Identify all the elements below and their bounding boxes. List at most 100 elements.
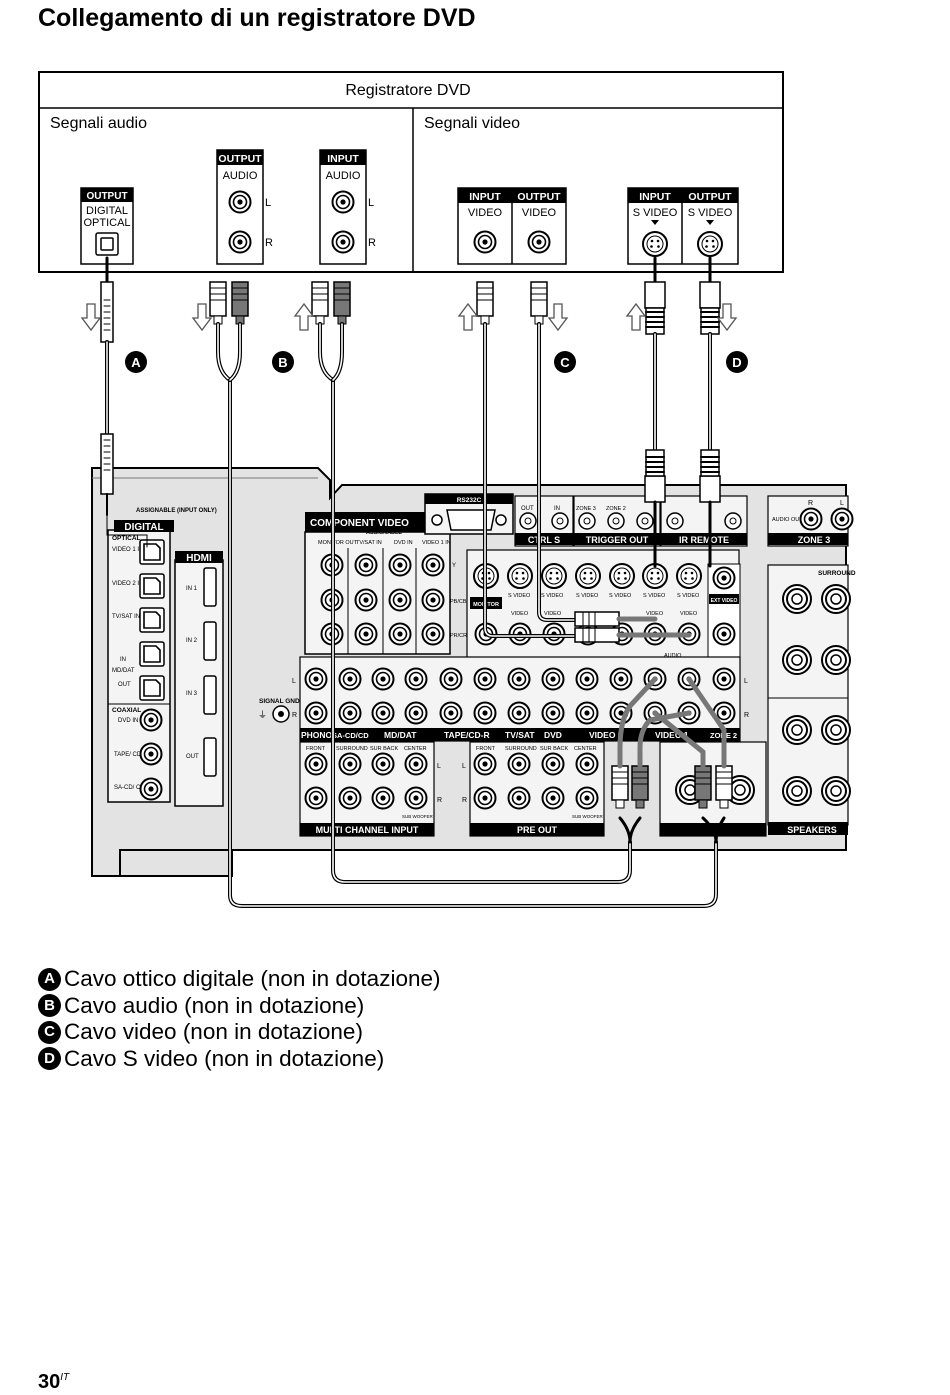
trigger-zone3: ZONE 3 [576,506,596,512]
optical-label: OPTICAL [112,535,141,542]
dvd-video-jacks: INPUT OUTPUT VIDEO VIDEO [457,187,567,265]
matrix-audio: AUDIO [664,653,682,659]
audio-in-l: L [368,197,374,209]
digital-note: ASSIGNABLE (INPUT ONLY) [136,508,217,514]
legend-text-c: Cavo video (non in dotazione) [64,1019,363,1044]
pre-front: FRONT [476,746,496,752]
group-dvd: DVD [544,730,562,740]
video-out-header: OUTPUT [517,191,561,203]
cable-c-video [476,281,692,643]
legend-text-d: Cavo S video (non in dotazione) [64,1045,385,1071]
marker-a: A [131,355,141,370]
audio-in-header: INPUT [327,153,359,165]
dvd-audio-input: INPUT AUDIO L R [319,149,376,265]
legend-marker-c: C [38,1020,61,1044]
pre-r: R [462,797,467,804]
group-video1: VIDEO 1 [655,730,689,740]
pre-center: CENTER [574,746,597,752]
audio-in-r: R [368,237,376,249]
audio-in-label: AUDIO [326,170,361,182]
zone3-label: ZONE 3 [798,535,831,545]
legend-text-a: Cavo ottico digitale (non in dotazione) [64,966,441,991]
dvd-svideo-jacks: INPUT OUTPUT S VIDEO S VIDEO [627,187,739,265]
legend-item-a: A Cavo ottico digitale (non in dotazione… [38,966,440,993]
zone3-r: R [808,500,813,507]
zone3-audio-out: AUDIO OUT [772,517,803,523]
video-v1-out: VIDEO [646,611,664,617]
mc-r: R [437,797,442,804]
trigger-zone2: ZONE 2 [606,506,626,512]
dvd-optical-output: OUTPUT DIGITAL OPTICAL [80,187,134,265]
device-title: Registratore DVD [345,82,470,99]
audio-out-r: R [265,237,273,249]
coaxial-dvd: DVD IN [118,718,138,724]
signal-gnd-label: SIGNAL GND [259,698,300,705]
component-label: COMPONENT VIDEO [310,518,409,529]
group-phono: PHONO [301,730,333,740]
page-title: Collegamento di un registratore DVD [38,4,476,32]
connection-diagram: Registratore DVD Segnali audio Segnali v… [38,71,856,908]
group-video2: VIDEO 2 [589,730,623,740]
mc-l: L [437,763,441,770]
ctrl-in: IN [554,506,560,512]
pre-surback: SUR BACK [540,746,568,752]
mc-front: FRONT [306,746,326,752]
pre-l: L [462,763,466,770]
coaxial-label: COAXIAL [112,707,141,714]
rs232c-label: RS232C [457,497,482,504]
svideo-out-label: S VIDEO [688,207,733,219]
ctrl-out: OUT [521,506,534,512]
group-sacd: SA-CD/CD [332,731,369,740]
cable-markers: A B C D [125,351,748,373]
ir-remote-label: IR REMOTE [679,535,729,545]
coaxial-tape: TAPE/ CD-R IN [114,752,155,758]
dvd-audio-output: OUTPUT AUDIO L R [216,149,273,265]
cable-legend: A Cavo ottico digitale (non in dotazione… [38,966,440,1072]
component-sub: ASSIGNABLE [366,530,402,536]
pre-surround: SURROUND [505,746,537,752]
hdmi-in1: IN 1 [186,586,198,592]
hdmi-in2: IN 2 [186,638,198,644]
mc-center: CENTER [404,746,427,752]
comp-row-y: Y [452,563,456,569]
audio-out-header: OUTPUT [218,153,262,165]
component-video-block: COMPONENT VIDEO ASSIGNABLE MONITOR OUT T… [304,512,467,655]
marker-c: C [560,355,570,370]
digital-row-5: MD/DAT [112,668,135,674]
digital-row-4: IN [120,657,126,663]
marker-d: D [732,355,741,370]
cable-a-optical [100,256,148,548]
optical-header: OUTPUT [86,191,127,202]
svideo-in-header: INPUT [639,191,671,203]
svideo-dvd: S VIDEO [541,593,564,599]
legend-item-c: C Cavo video (non in dotazione) [38,1019,440,1046]
multichannel-preout: FRONT SURROUND SUR BACK CENTER SUB WOOFE… [299,741,767,837]
audio-out-l: L [265,197,271,209]
legend-marker-d: D [38,1047,61,1071]
svideo-in-label: S VIDEO [633,207,678,219]
svideo-v1-in: S VIDEO [677,593,700,599]
hdmi-out: OUT [186,754,199,760]
legend-item-d: D Cavo S video (non in dotazione) [38,1046,440,1073]
digital-row-2: VIDEO 2 IN [112,581,143,587]
video-section-label: Segnali video [424,115,520,132]
digital-row-3: TV/SAT IN [112,614,140,620]
comp-col-monitor: MONITOR OUT [318,540,358,546]
optical-label-2: OPTICAL [83,217,130,229]
svideo-v2-out: S VIDEO [576,593,599,599]
dvd-recorder-box: Registratore DVD Segnali audio Segnali v… [38,71,784,273]
audio-io-matrix: L R L R AUDIO PHONO SA-CD/CD MD/DAT TAPE… [292,653,749,742]
group-tvsat: TV/SAT [505,730,535,740]
comp-col-video1: VIDEO 1 IN [422,540,451,546]
video-in-label: VIDEO [468,207,503,219]
optical-label-1: DIGITAL [86,205,128,217]
cable-b-audio [209,281,733,908]
svideo-v1-out: S VIDEO [643,593,666,599]
digital-input-block: DIGITAL ASSIGNABLE (INPUT ONLY) OPTICAL … [107,508,217,803]
comp-col-dvd: DVD IN [394,540,413,546]
video-out-label: VIDEO [522,207,557,219]
video-dvd: VIDEO [544,611,562,617]
legend-item-b: B Cavo audio (non in dotazione) [38,993,440,1020]
ctrl-s-label: CTRL S [528,535,560,545]
matrix-r-right: R [744,712,749,719]
